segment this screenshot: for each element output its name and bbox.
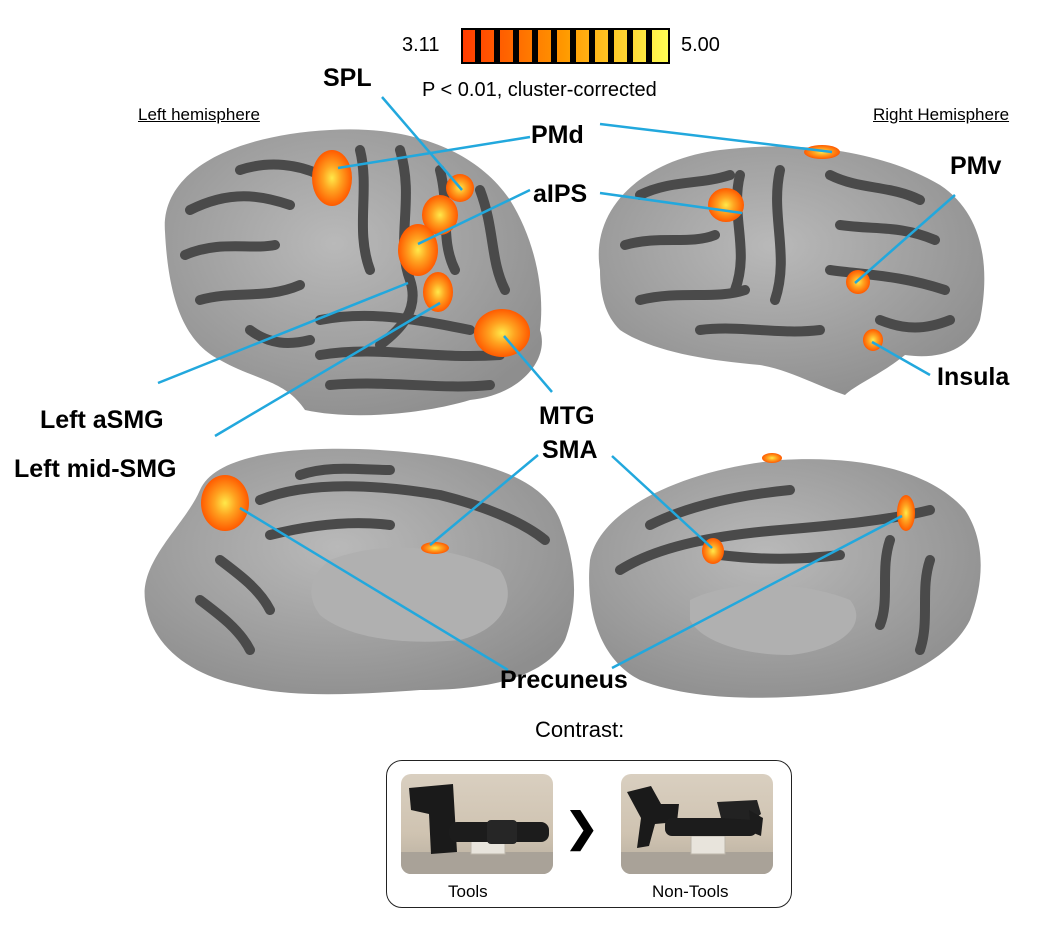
label-sma: SMA bbox=[542, 436, 598, 464]
tool-photo bbox=[401, 774, 553, 874]
colorbar bbox=[461, 28, 670, 64]
label-left-midsmg: Left mid-SMG bbox=[14, 455, 177, 483]
greater-than-arrow-icon: ❯ bbox=[565, 806, 599, 850]
non-tool-photo bbox=[621, 774, 773, 874]
label-precuneus: Precuneus bbox=[500, 666, 628, 694]
right-hemisphere-label: Right Hemisphere bbox=[873, 105, 1010, 124]
leader-lines bbox=[157, 96, 956, 672]
label-left-asmg: Left aSMG bbox=[40, 406, 164, 434]
label-pmd: PMd bbox=[531, 121, 584, 149]
colorbar-max-label: 5.00 bbox=[681, 34, 720, 56]
non-tools-caption: Non-Tools bbox=[652, 882, 729, 901]
label-pmv: PMv bbox=[950, 152, 1002, 180]
label-aips: aIPS bbox=[533, 180, 588, 208]
left-medial-brain bbox=[144, 448, 575, 695]
colorbar-min-label: 3.11 bbox=[402, 34, 440, 56]
hammer-icon bbox=[401, 784, 553, 874]
right-lateral-brain bbox=[598, 145, 985, 395]
label-spl: SPL bbox=[323, 64, 372, 92]
contrast-panel: ❯ Tools Non-Tools bbox=[386, 760, 792, 908]
contrast-title: Contrast: bbox=[535, 717, 625, 742]
label-insula: Insula bbox=[937, 363, 1010, 391]
left-hemisphere-label: Left hemisphere bbox=[138, 105, 260, 124]
non-tool-object-icon bbox=[621, 786, 773, 874]
label-mtg: MTG bbox=[539, 402, 595, 430]
threshold-text: P < 0.01, cluster-corrected bbox=[422, 79, 657, 101]
tools-caption: Tools bbox=[448, 882, 488, 901]
left-lateral-brain bbox=[164, 129, 542, 416]
